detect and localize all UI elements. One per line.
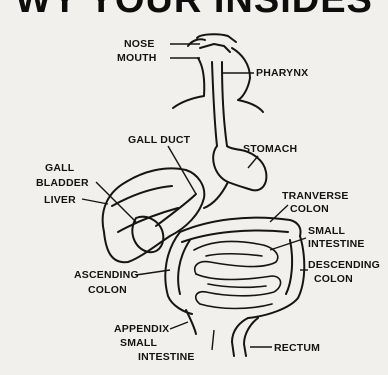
label-ascending-colon-line-2: COLON bbox=[88, 284, 127, 296]
anatomy-drawing bbox=[103, 34, 305, 356]
head-outline bbox=[188, 34, 236, 52]
label-transverse-colon-line-1: TRANVERSE bbox=[282, 190, 349, 202]
label-small-intestine-low-line-1: SMALL bbox=[120, 337, 158, 349]
label-nose: NOSE bbox=[124, 38, 155, 50]
appendix-leader bbox=[170, 322, 188, 329]
label-gall-bladder-line-1: GALL bbox=[45, 162, 75, 174]
label-stomach: STOMACH bbox=[243, 143, 297, 155]
pharynx-right-wall bbox=[232, 48, 263, 112]
pharynx-left-wall bbox=[173, 58, 204, 108]
label-small-intestine-low-line-2: INTESTINE bbox=[138, 351, 195, 363]
label-gall-bladder-line-2: BLADDER bbox=[36, 177, 89, 189]
label-appendix: APPENDIX bbox=[114, 323, 169, 335]
stomach-pylorus bbox=[204, 182, 228, 208]
label-mouth: MOUTH bbox=[117, 52, 157, 64]
label-pharynx: PHARYNX bbox=[256, 67, 308, 79]
esophagus bbox=[212, 62, 227, 146]
label-gall-duct: GALL DUCT bbox=[128, 134, 191, 146]
small-intestine-coils bbox=[194, 242, 281, 309]
label-small-intestine-line-1: SMALL bbox=[308, 225, 346, 237]
small-intestine-leader bbox=[270, 238, 306, 250]
label-rectum: RECTUM bbox=[274, 342, 320, 354]
label-small-intestine-line-2: INTESTINE bbox=[308, 238, 365, 250]
label-descending-colon-line-2: COLON bbox=[314, 273, 353, 285]
stomach-leader bbox=[248, 156, 258, 168]
rectum bbox=[232, 318, 258, 356]
label-ascending-colon-line-1: ASCENDING bbox=[74, 269, 139, 281]
label-liver: LIVER bbox=[44, 194, 76, 206]
small-intestine-low-leader bbox=[212, 330, 214, 350]
label-descending-colon-line-1: DESCENDING bbox=[308, 259, 380, 271]
liver-leader bbox=[82, 199, 108, 204]
transverse-colon bbox=[180, 218, 301, 242]
liver-lobe-line bbox=[112, 186, 178, 232]
ascending-colon bbox=[165, 232, 192, 314]
label-transverse-colon-line-2: COLON bbox=[290, 203, 329, 215]
leader-lines bbox=[82, 44, 308, 350]
diagram-title: WY YOUR INSIDES bbox=[15, 0, 373, 21]
